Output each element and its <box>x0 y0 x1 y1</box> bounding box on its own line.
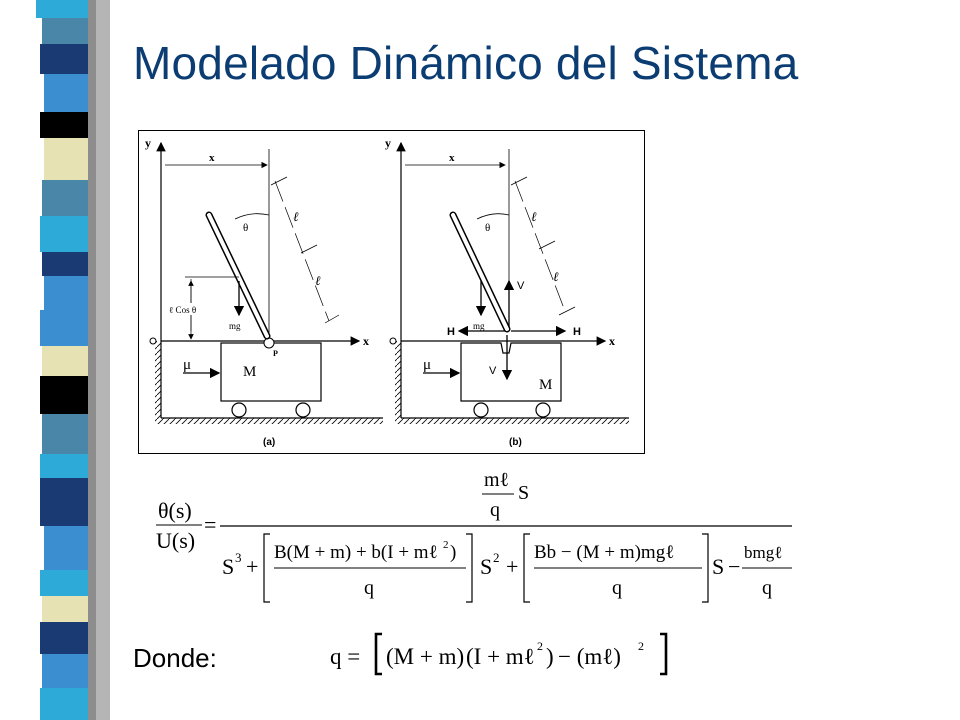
vertical-force-label-down: V <box>489 365 497 377</box>
numerator-S: S <box>518 482 529 504</box>
panel-b-caption: (b) <box>509 437 522 448</box>
pendulum-figure: y x x M μ P θ <box>138 130 645 454</box>
q-part3-exponent: 2 <box>638 639 644 653</box>
q-part2: (I + mℓ <box>466 644 535 669</box>
q-part2-exponent: 2 <box>537 639 543 653</box>
y-axis-label: y <box>145 136 151 150</box>
transfer-function-equation: θ(s) U(s) = mℓ q S S 3 + B(M + m) + b(I … <box>156 469 792 603</box>
cart-mass-label-a: M <box>243 364 256 380</box>
q-equals: q = <box>330 644 360 669</box>
length-label-a1: ℓ <box>293 209 299 224</box>
term2-close: ) <box>450 542 456 563</box>
term2-numerator: B(M + m) + b(I + mℓ <box>274 542 438 563</box>
numerator-q: q <box>490 499 500 521</box>
lhs-denominator: U(s) <box>156 528 195 553</box>
y-axis-label-b: y <box>385 136 391 150</box>
x-axis-label-b: x <box>609 334 615 348</box>
length-label-a2: ℓ <box>315 273 321 288</box>
panel-a-caption: (a) <box>263 437 275 448</box>
x-axis-label: x <box>363 334 369 348</box>
equals-sign: = <box>204 512 216 537</box>
term2-exponent: 2 <box>443 539 449 551</box>
horizontal-force-label-left: H <box>447 326 455 338</box>
den-S3-exponent: 3 <box>235 550 242 565</box>
plus-2: + <box>506 554 518 579</box>
gravity-label-a: mg <box>229 321 241 331</box>
x-dimension-label: x <box>209 152 215 164</box>
force-label-b: μ <box>423 357 431 373</box>
pendulum-diagram: y x x M μ P θ <box>145 136 629 448</box>
term4-denominator: q <box>762 577 772 599</box>
lhs-numerator: θ(s) <box>158 498 192 523</box>
plus-1: + <box>246 554 258 579</box>
q-part1: (M + m) <box>386 644 464 669</box>
panel-a: y x x M μ P θ <box>145 136 383 448</box>
theta-label-b: θ <box>485 222 490 234</box>
numerator-m-ell: mℓ <box>484 469 509 491</box>
pivot-label: P <box>273 349 278 358</box>
q-definition-equation: q = (M + m) (I + mℓ 2 ) − (mℓ) 2 <box>330 632 668 676</box>
horizontal-force-label-right: H <box>573 326 581 338</box>
S1: S <box>712 554 724 579</box>
decorative-side-strip <box>0 0 110 720</box>
theta-label-a: θ <box>243 222 248 234</box>
q-minus-part3: − (mℓ) <box>558 644 621 669</box>
donde-label: Donde: <box>133 643 217 673</box>
S2: S <box>480 554 492 579</box>
S2-exponent: 2 <box>493 550 500 565</box>
den-S3: S <box>222 554 234 579</box>
length-label-b1: ℓ <box>531 209 537 224</box>
term3-numerator: Bb − (M + m)mgℓ <box>534 542 674 563</box>
cart-mass-label-b: M <box>539 377 552 393</box>
term3-denominator: q <box>612 577 622 599</box>
gravity-label-b: mg <box>473 321 485 331</box>
x-dimension-label-b: x <box>449 152 455 164</box>
force-label-a: μ <box>183 357 191 373</box>
origin-marker <box>149 337 157 345</box>
length-label-b2: ℓ <box>553 269 559 284</box>
slide-title: Modelado Dinámico del Sistema <box>133 37 799 89</box>
q-part2-close: ) <box>546 644 554 669</box>
minus-sign: − <box>728 554 740 579</box>
term2-denominator: q <box>364 577 374 599</box>
panel-b: y x x M μ θ ℓ ℓ mg <box>385 136 629 448</box>
ell-cos-theta-label: ℓ Cos θ <box>169 305 196 315</box>
origin-marker-b <box>389 337 397 345</box>
vertical-force-label-up: V <box>517 280 525 292</box>
term4-numerator: bmgℓ <box>744 543 782 562</box>
